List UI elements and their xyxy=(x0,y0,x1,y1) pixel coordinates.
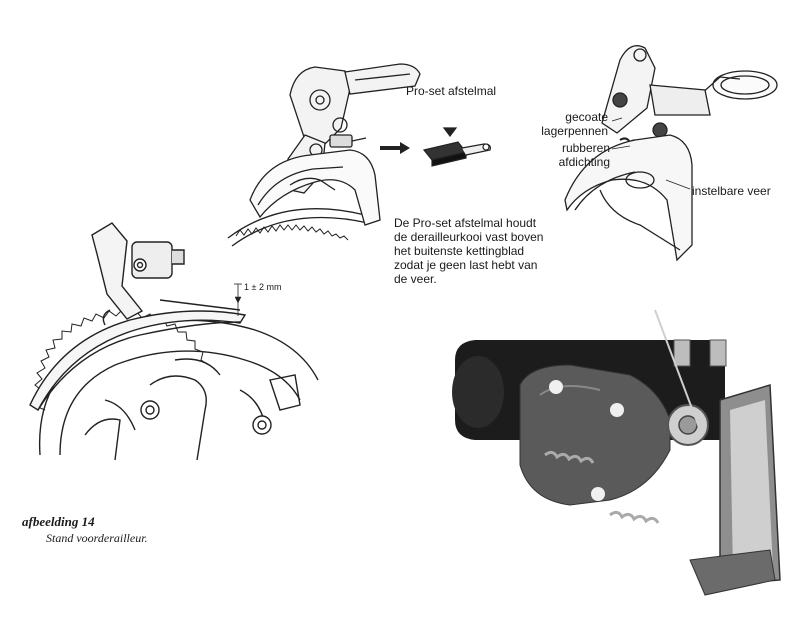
figure-number: afbeelding 14 xyxy=(22,514,95,529)
label-coated-pins: gecoate lagerpennen xyxy=(508,110,608,138)
proset-tool-closeup xyxy=(422,127,491,167)
direction-arrow xyxy=(380,142,410,154)
description-line: het buitenste kettingblad xyxy=(394,244,525,258)
label-rubber-seal: rubberen afdichting xyxy=(508,141,610,169)
description-line: de veer. xyxy=(394,272,437,286)
description-line: zodat je geen last hebt van xyxy=(394,258,538,272)
figure-caption: Stand voorderailleur. xyxy=(46,531,148,545)
label-coated-pins-line1: gecoate xyxy=(565,110,608,124)
label-clearance: 1 ± 2 mm xyxy=(244,282,282,292)
front-derailleur-photo xyxy=(452,309,781,596)
description-text: De Pro-set afstelmal houdt de derailleur… xyxy=(394,216,594,286)
proset-derailleur-drawing xyxy=(227,63,421,247)
label-rubber-seal-line2: afdichting xyxy=(558,155,610,169)
description-line: de derailleurkooi vast boven xyxy=(394,230,544,244)
label-adjustable-spring: instelbare veer xyxy=(692,184,771,198)
chainring-clearance-drawing xyxy=(29,222,319,461)
front-derailleur-detail-drawing xyxy=(564,45,778,262)
label-proset-tool: Pro-set afstelmal xyxy=(406,84,497,98)
label-coated-pins-line2: lagerpennen xyxy=(541,124,608,138)
description-line: De Pro-set afstelmal houdt xyxy=(394,216,537,230)
label-rubber-seal-line1: rubberen xyxy=(561,141,610,155)
